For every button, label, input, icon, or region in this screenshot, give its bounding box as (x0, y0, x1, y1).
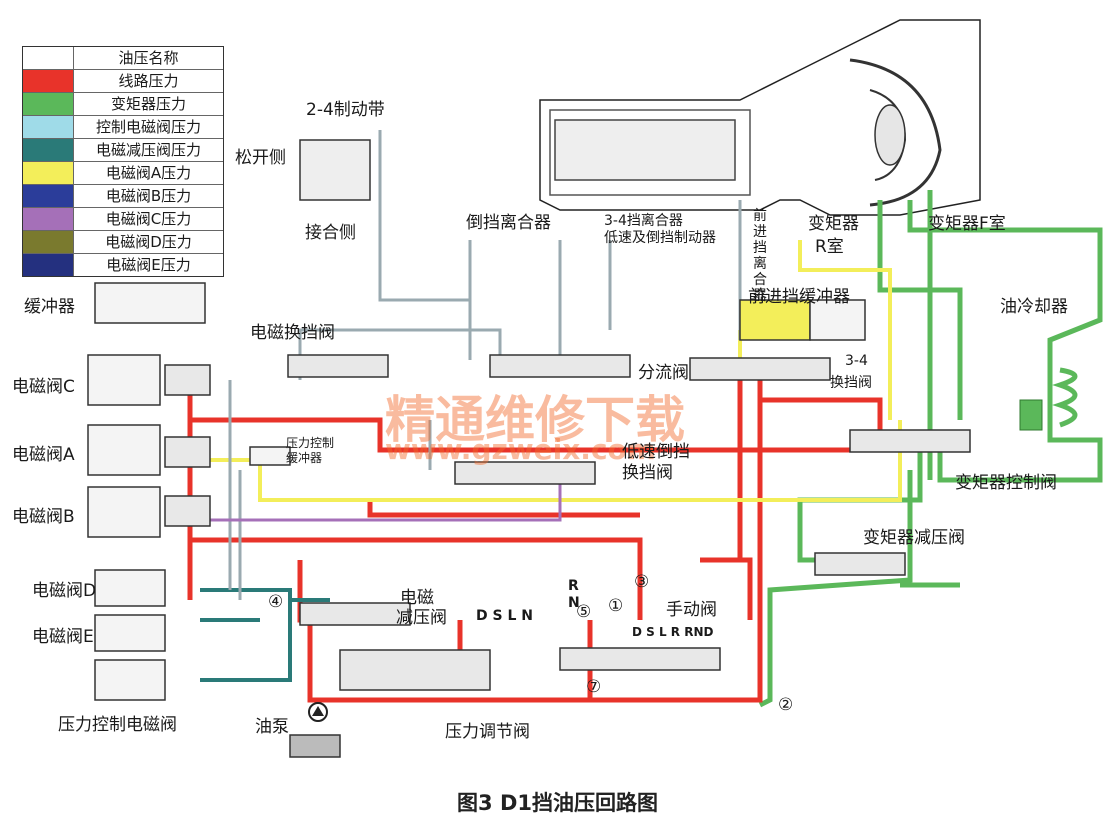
legend-swatch (23, 47, 74, 69)
label-manual-valve: 手动阀 (666, 600, 717, 620)
label-sol-c: 电磁阀C (12, 377, 75, 397)
legend-header-label: 油压名称 (118, 49, 179, 67)
watermark-cn: 精通维修下载 (385, 391, 685, 449)
label-low-rev-brake: 低速及倒挡制动器 (604, 230, 716, 246)
legend-label: 电磁阀D压力 (105, 233, 192, 251)
label-pressure-reg: 压力调节阀 (445, 722, 530, 742)
pump-arrow (312, 706, 324, 716)
legend-swatch (23, 231, 74, 253)
legend-row: 电磁阀B压力 (23, 185, 223, 208)
label-sol-b: 电磁阀B (12, 507, 75, 527)
marker-1: ① (608, 596, 624, 616)
label-fwd-accum: 前进挡缓冲器 (748, 287, 850, 307)
oil-cooler (1019, 367, 1078, 431)
legend-swatch (23, 185, 74, 207)
label-manual-pos: D S L R RND (632, 625, 714, 639)
label-sol-e: 电磁阀E (32, 627, 94, 647)
legend-swatch (23, 254, 74, 276)
marker-5: ⑤ (576, 602, 592, 622)
label-sol-a: 电磁阀A (12, 445, 75, 465)
marker-7: ⑦ (586, 677, 602, 697)
marker-4: ④ (268, 592, 284, 612)
label-low-rev-valve2: 换挡阀 (622, 463, 673, 483)
label-n-vert: N (568, 595, 580, 611)
legend-label: 电磁阀E压力 (106, 256, 191, 274)
label-shift-solenoid: 电磁换挡阀 (250, 323, 335, 343)
label-apply: 接合侧 (305, 223, 356, 243)
marker-3: ③ (634, 572, 650, 592)
legend-row: 控制电磁阀压力 (23, 116, 223, 139)
legend-label: 线路压力 (118, 72, 179, 90)
label-sol-reducing1: 电磁 (400, 588, 434, 608)
label-sol-d: 电磁阀D (32, 581, 97, 601)
legend-swatch (23, 139, 74, 161)
legend-row: 电磁减压阀压力 (23, 139, 223, 162)
label-tc-control: 变矩器控制阀 (955, 473, 1057, 493)
label-band: 2-4制动带 (306, 100, 385, 120)
label-tc-r2: R室 (815, 237, 844, 257)
marker-2: ② (778, 695, 794, 715)
legend-row: 电磁阀A压力 (23, 162, 223, 185)
legend-swatch (23, 162, 74, 184)
legend-label: 变矩器压力 (110, 95, 186, 113)
label-low-rev-valve1: 低速倒挡 (622, 442, 690, 462)
label-pc-accum1: 压力控制 (286, 436, 335, 450)
legend-label: 电磁减压阀压力 (95, 141, 201, 159)
pressure-legend: 油压名称 线路压力变矩器压力控制电磁阀压力电磁减压阀压力电磁阀A压力电磁阀B压力… (22, 46, 224, 277)
watermark-url: www.gzweix.com (385, 433, 656, 466)
legend-row: 电磁阀C压力 (23, 208, 223, 231)
reducing-lines (200, 588, 330, 682)
label-reverse-clutch: 倒挡离合器 (466, 213, 551, 233)
legend-header: 油压名称 (23, 47, 223, 70)
label-diverter: 分流阀 (638, 363, 689, 383)
legend-label: 电磁阀B压力 (105, 187, 192, 205)
label-tc-f: 变矩器F室 (928, 214, 1006, 234)
valves (87, 139, 971, 758)
label-dsln: D S L N (476, 608, 533, 624)
label-accumulator: 缓冲器 (24, 297, 75, 317)
label-clutch34: 3-4挡离合器 (604, 213, 683, 229)
transmission-housing (539, 19, 981, 216)
label-valve34: 3-4 (845, 353, 868, 369)
label-release: 松开侧 (235, 148, 286, 168)
legend-swatch (23, 70, 74, 92)
label-sol-reducing2: 减压阀 (396, 608, 447, 628)
label-fwd-clutch: 前进挡离合器 (753, 208, 767, 304)
legend-row: 电磁阀D压力 (23, 231, 223, 254)
legend-swatch (23, 208, 74, 230)
legend-row: 线路压力 (23, 70, 223, 93)
label-valve34b: 换挡阀 (830, 375, 872, 391)
legend-swatch (23, 116, 74, 138)
legend-label: 电磁阀C压力 (105, 210, 192, 228)
label-tc-r: 变矩器 (808, 214, 859, 234)
legend-swatch (23, 93, 74, 115)
legend-label: 电磁阀A压力 (105, 164, 192, 182)
label-pump: 油泵 (255, 717, 289, 737)
figure-caption: 图3 D1挡油压回路图 (457, 791, 658, 815)
label-cooler: 油冷却器 (1000, 297, 1068, 317)
legend-row: 电磁阀E压力 (23, 254, 223, 276)
label-pc-solenoid: 压力控制电磁阀 (58, 715, 177, 735)
label-r-vert: R (568, 578, 579, 594)
solenoid-c-line (200, 480, 562, 522)
label-pc-accum2: 缓冲器 (286, 451, 323, 465)
legend-label: 控制电磁阀压力 (95, 118, 201, 136)
legend-row: 变矩器压力 (23, 93, 223, 116)
label-tc-reducing: 变矩器减压阀 (863, 528, 965, 548)
